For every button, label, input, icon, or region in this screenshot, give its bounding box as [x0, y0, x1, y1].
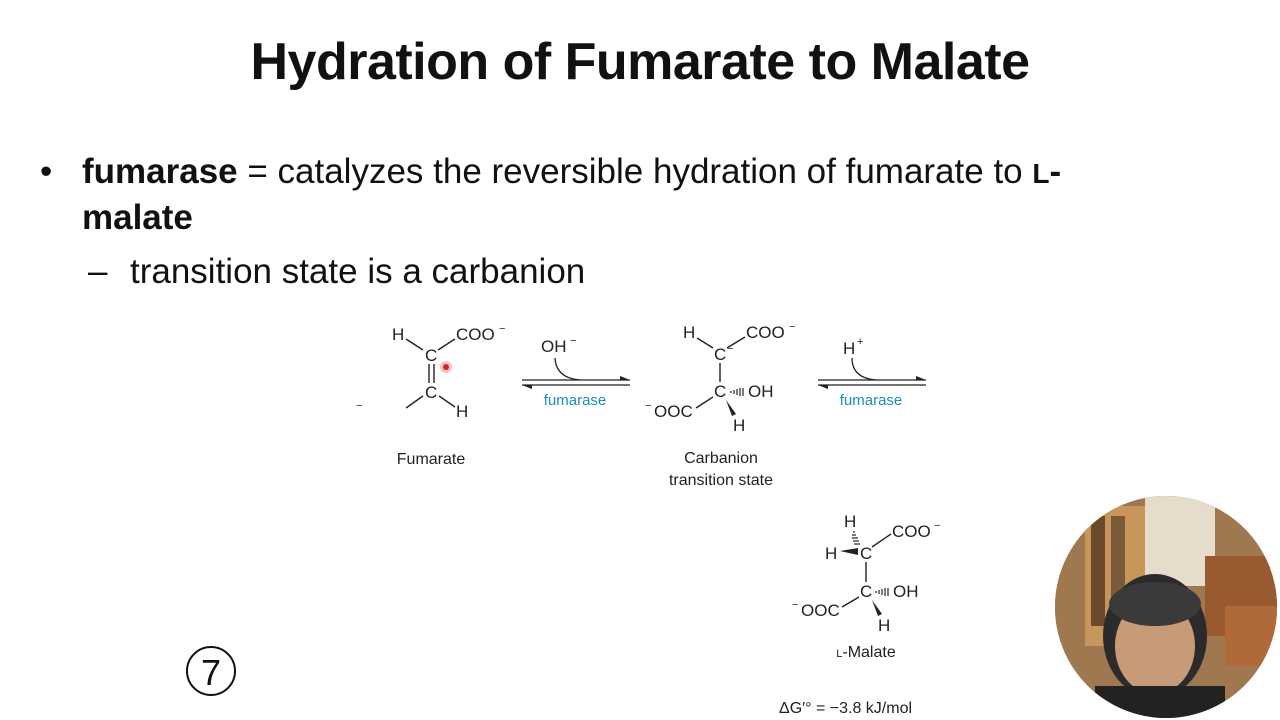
bullet-definition: = catalyzes the reversible hydration of …: [237, 152, 1033, 191]
malate-caption: L-Malate: [836, 644, 896, 661]
arrow2-enzyme: fumarase: [840, 392, 903, 409]
sub-bullet-dash: –: [88, 252, 108, 291]
carbanion-caption-line1: Carbanion: [684, 450, 758, 467]
fumarate-coo-top: COO: [456, 325, 495, 344]
equilibrium-arrow-2: H + fumarase: [818, 336, 926, 409]
malate-oh: OH: [893, 582, 919, 601]
malate-structure: H COO − H C C OH − OOC H L-Malate: [792, 512, 940, 661]
fumarate-h-top: H: [392, 325, 404, 344]
l-prefix: L: [1032, 158, 1050, 189]
equilibrium-arrow-1: OH − fumarase: [522, 335, 630, 409]
arrow1-enzyme: fumarase: [544, 392, 607, 409]
arrow1-reagent: OH: [541, 337, 567, 356]
malate-c2: C: [860, 582, 872, 601]
fumarate-minus-bottom: −: [356, 400, 362, 412]
malate-h-top: H: [844, 512, 856, 531]
sub-bullet-text: transition state is a carbanion: [130, 252, 586, 291]
malate-ooc: OOC: [801, 601, 840, 620]
carbanion-c1: C: [714, 345, 726, 364]
carbanion-caption-line2: transition state: [669, 472, 773, 489]
malate-caption-prefix: L: [836, 648, 842, 660]
carbanion-minus-c1: −: [727, 343, 733, 355]
malate-c1: C: [860, 544, 872, 563]
webcam-overlay: [1055, 496, 1277, 718]
carbanion-oh: OH: [748, 382, 774, 401]
malate-caption-text: -Malate: [842, 644, 895, 661]
fumarate-minus-top: −: [499, 323, 505, 335]
l-dash: -: [1049, 152, 1062, 191]
malate-h-left: H: [825, 544, 837, 563]
carbanion-coo-top: COO: [746, 323, 785, 342]
carbanion-structure: H COO − C − C OH − OOC H Carbanion trans…: [645, 321, 795, 489]
webcam-scene: [1055, 496, 1277, 718]
carbanion-c2: C: [714, 382, 726, 401]
carbanion-minus-bottom: −: [645, 400, 651, 412]
malate-minus-top: −: [934, 520, 940, 532]
carbanion-minus-top: −: [789, 321, 795, 333]
fumarate-h-bottom: H: [456, 402, 468, 421]
term-fumarase: fumarase: [82, 152, 238, 191]
fumarate-structure: H COO − C C − H Fumarate: [356, 323, 505, 468]
bullet-text: fumarase = catalyzes the reversible hydr…: [82, 150, 1162, 240]
slide-number: 7: [186, 646, 236, 696]
malate-coo-top: COO: [892, 522, 931, 541]
arrow1-reagent-sup: −: [570, 335, 576, 347]
carbanion-ooc: OOC: [654, 402, 693, 421]
fumarate-c2: C: [425, 383, 437, 402]
carbanion-h-top: H: [683, 323, 695, 342]
carbanion-h-bottom: H: [733, 416, 745, 435]
arrow2-reagent: H: [843, 339, 855, 358]
fumarate-c1: C: [425, 346, 437, 365]
malate-h-bottom: H: [878, 616, 890, 635]
laser-pointer-icon: [440, 361, 452, 373]
malate-minus-bottom: −: [792, 599, 798, 611]
bullet-dot: •: [40, 152, 53, 191]
slide-title: Hydration of Fumarate to Malate: [250, 33, 1030, 91]
fumarate-caption: Fumarate: [397, 451, 466, 468]
term-malate: malate: [82, 198, 193, 237]
arrow2-reagent-sup: +: [857, 336, 863, 348]
delta-g: ΔG′° = −3.8 kJ/mol: [779, 700, 912, 717]
